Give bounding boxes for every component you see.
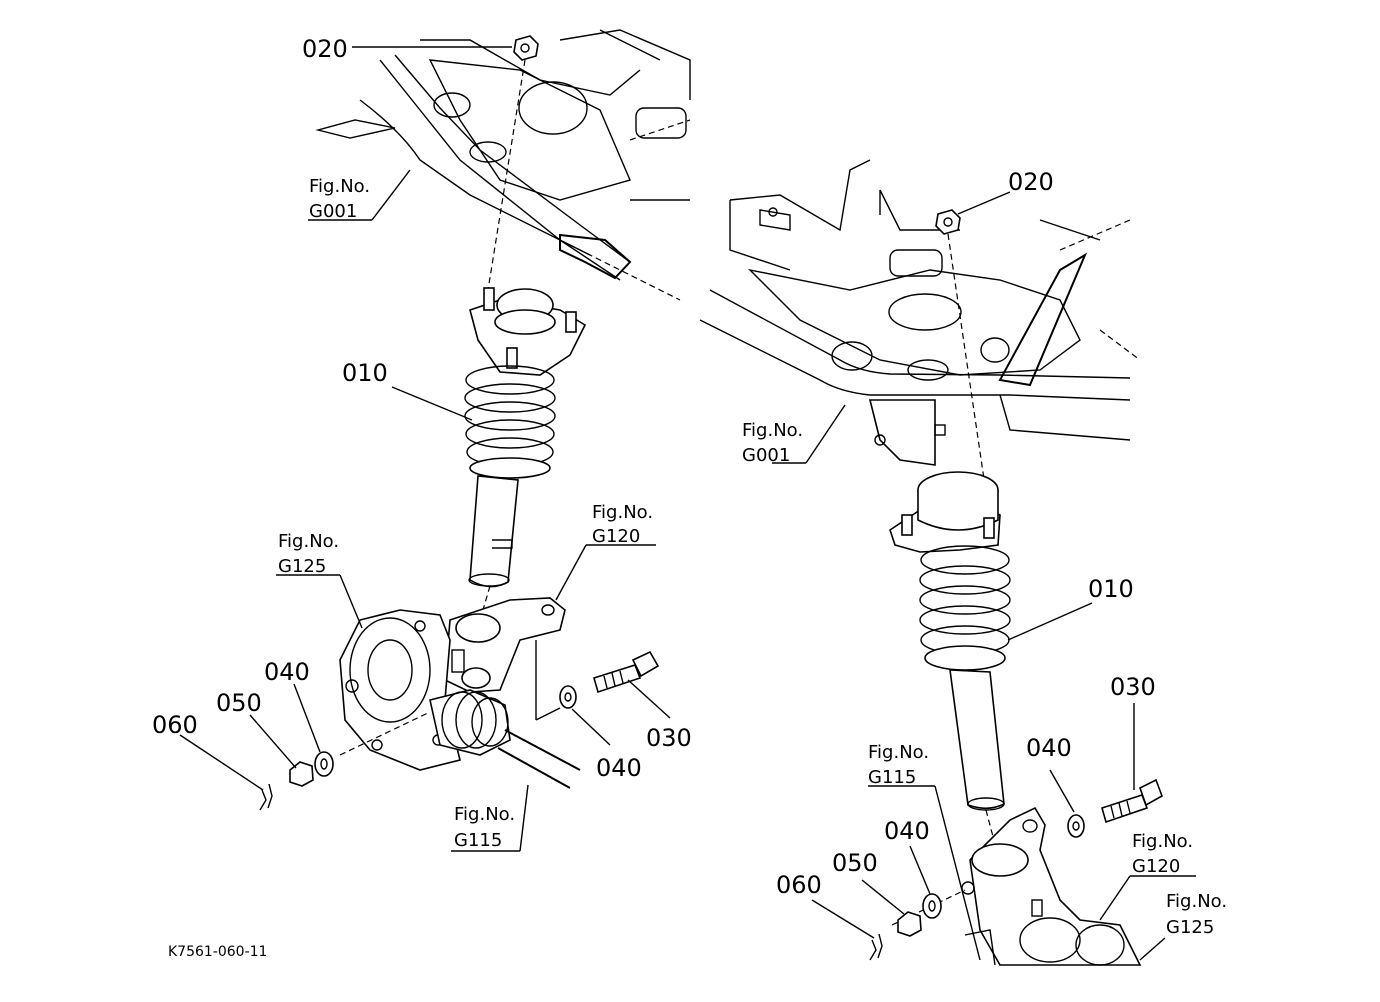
left-cotter-pin-060 xyxy=(259,783,273,811)
left-part-020-label: 020 xyxy=(302,35,348,63)
right-knuckle-hub xyxy=(961,806,1142,966)
left-fig-g115-number: G115 xyxy=(454,830,502,851)
right-part-030-label: 030 xyxy=(1110,673,1156,701)
right-cotter-pin-060 xyxy=(869,933,883,961)
left-part-040-label-left: 040 xyxy=(264,658,310,686)
right-top-nut-020 xyxy=(935,209,961,235)
right-assembly: 020 010 030 040 040 050 060 Fig.No. G001… xyxy=(699,159,1227,966)
left-coil-spring xyxy=(464,365,556,467)
right-part-040-label-left: 040 xyxy=(884,817,930,845)
right-fig-g115-title: Fig.No. xyxy=(868,742,929,763)
right-fig-g120-title: Fig.No. xyxy=(1132,831,1193,852)
left-part-050-label: 050 xyxy=(216,689,262,717)
left-strut-010 xyxy=(464,287,587,588)
left-part-040-label-right: 040 xyxy=(596,754,642,782)
left-fig-g125-number: G125 xyxy=(278,556,326,577)
right-coil-spring xyxy=(919,545,1011,655)
left-knuckle-g120 xyxy=(444,597,566,693)
left-assembly: 020 010 030 040 040 050 060 Fig.No. G001… xyxy=(152,29,692,852)
right-bolt-030 xyxy=(1101,778,1163,824)
right-fig-g001-title: Fig.No. xyxy=(742,420,803,441)
right-nut-050 xyxy=(897,911,922,937)
right-fig-g120-number: G120 xyxy=(1132,856,1180,877)
right-part-060-label: 060 xyxy=(776,871,822,899)
left-part-010-label: 010 xyxy=(342,359,388,387)
right-part-020-label: 020 xyxy=(1008,168,1054,196)
right-frame xyxy=(699,159,1141,466)
right-fig-g001-number: G001 xyxy=(742,445,790,466)
right-leader-lines xyxy=(772,191,1196,961)
drawing-code: K7561-060-11 xyxy=(168,944,267,960)
left-fig-g001-title: Fig.No. xyxy=(309,176,370,197)
right-washer-040-left xyxy=(922,893,942,919)
left-top-nut-020 xyxy=(513,35,539,61)
right-fig-g115-number: G115 xyxy=(868,767,916,788)
left-part-030-label: 030 xyxy=(646,724,692,752)
left-fig-g120-title: Fig.No. xyxy=(592,502,653,523)
left-leader-lines xyxy=(179,46,671,852)
left-washer-040-right xyxy=(559,685,577,709)
left-washer-040-left xyxy=(314,751,334,777)
left-fig-g001-number: G001 xyxy=(309,201,357,222)
right-strut-010 xyxy=(889,471,1011,811)
left-fig-g125-title: Fig.No. xyxy=(278,531,339,552)
left-fig-g115-title: Fig.No. xyxy=(454,804,515,825)
right-part-040-label-right: 040 xyxy=(1026,734,1072,762)
left-bolt-030 xyxy=(593,650,660,694)
left-part-060-label: 060 xyxy=(152,711,198,739)
right-fig-g125-title: Fig.No. xyxy=(1166,891,1227,912)
right-fig-g125-number: G125 xyxy=(1166,917,1214,938)
left-fig-g120-number: G120 xyxy=(592,526,640,547)
left-driveshaft-g115 xyxy=(429,689,581,789)
right-part-010-label: 010 xyxy=(1088,575,1134,603)
right-part-050-label: 050 xyxy=(832,849,878,877)
left-frame xyxy=(315,29,691,301)
right-washer-040-right xyxy=(1067,814,1085,838)
